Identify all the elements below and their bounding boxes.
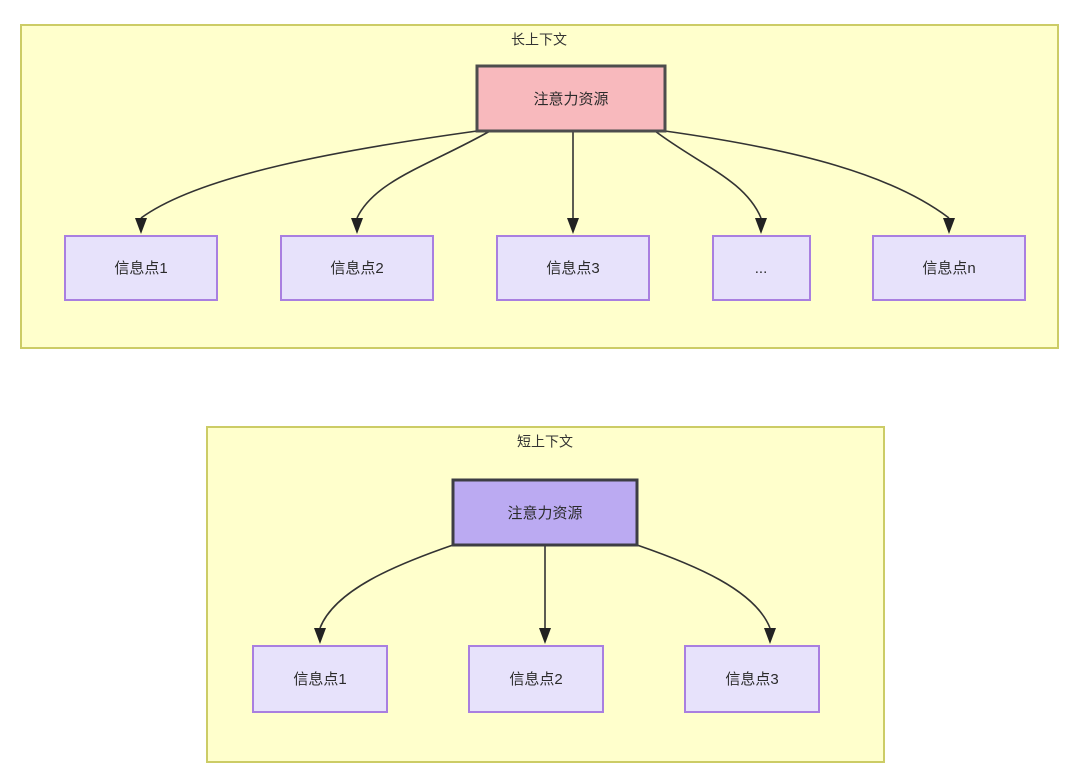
short-context-attention-node[interactable]: 注意力资源: [451, 478, 639, 547]
short-context-title: 短上下文: [517, 434, 573, 450]
edge-root-to-info-2: [356, 130, 491, 219]
long-context-info-box-ellipsis[interactable]: [712, 235, 811, 301]
arrow-head-short-info-1: [314, 628, 326, 644]
short-context-attention-box[interactable]: [451, 478, 639, 547]
edge-root-to-info-1: [140, 130, 478, 219]
edge-root-to-info-ellipsis: [654, 130, 762, 219]
diagram-short-context: 短上下文 注意力资源 信息点1 信息点2 信息点3: [206, 426, 885, 763]
long-context-info-label-3: 信息点3: [546, 260, 599, 277]
short-context-edges: [314, 544, 776, 644]
short-context-info-label-2: 信息点2: [509, 671, 562, 688]
long-context-info-node-3[interactable]: 信息点3: [496, 235, 650, 301]
diagram-long-context: 长上下文 注意力资源 信息点1 信息点2: [20, 24, 1059, 349]
long-context-info-box-n[interactable]: [872, 235, 1026, 301]
short-context-info-label-3: 信息点3: [725, 671, 778, 688]
long-context-attention-box[interactable]: [475, 64, 667, 133]
long-context-info-box-1[interactable]: [64, 235, 218, 301]
long-context-info-node-n[interactable]: 信息点n: [872, 235, 1026, 301]
long-context-info-node-1[interactable]: 信息点1: [64, 235, 218, 301]
long-context-attention-label: 注意力资源: [533, 90, 608, 108]
edge-root-to-info-n: [664, 130, 950, 219]
short-context-info-label-1: 信息点1: [293, 671, 346, 688]
short-context-attention-label: 注意力资源: [507, 504, 582, 522]
edge-short-root-to-info-3: [636, 544, 771, 629]
short-context-info-node-2[interactable]: 信息点2: [468, 645, 604, 713]
arrow-head-info-3: [567, 218, 579, 234]
long-context-info-node-2[interactable]: 信息点2: [280, 235, 434, 301]
long-context-edges: [135, 130, 955, 234]
short-context-info-box-2[interactable]: [468, 645, 604, 713]
short-context-info-node-3[interactable]: 信息点3: [684, 645, 820, 713]
arrow-head-info-2: [351, 218, 363, 234]
long-context-info-label-1: 信息点1: [114, 260, 167, 277]
short-context-info-box-3[interactable]: [684, 645, 820, 713]
arrow-head-info-ellipsis: [755, 218, 767, 234]
long-context-info-node-ellipsis[interactable]: ...: [712, 235, 811, 301]
short-context-info-node-1[interactable]: 信息点1: [252, 645, 388, 713]
long-context-info-box-3[interactable]: [496, 235, 650, 301]
arrow-head-info-n: [943, 218, 955, 234]
edge-short-root-to-info-1: [319, 544, 454, 629]
long-context-attention-node[interactable]: 注意力资源: [475, 64, 667, 133]
short-context-info-box-1[interactable]: [252, 645, 388, 713]
long-context-title: 长上下文: [511, 32, 567, 48]
arrow-head-short-info-2: [539, 628, 551, 644]
arrow-head-info-1: [135, 218, 147, 234]
long-context-info-box-2[interactable]: [280, 235, 434, 301]
long-context-info-label-ellipsis: ...: [755, 260, 768, 277]
arrow-head-short-info-3: [764, 628, 776, 644]
long-context-info-label-n: 信息点n: [922, 260, 975, 277]
long-context-info-label-2: 信息点2: [330, 260, 383, 277]
